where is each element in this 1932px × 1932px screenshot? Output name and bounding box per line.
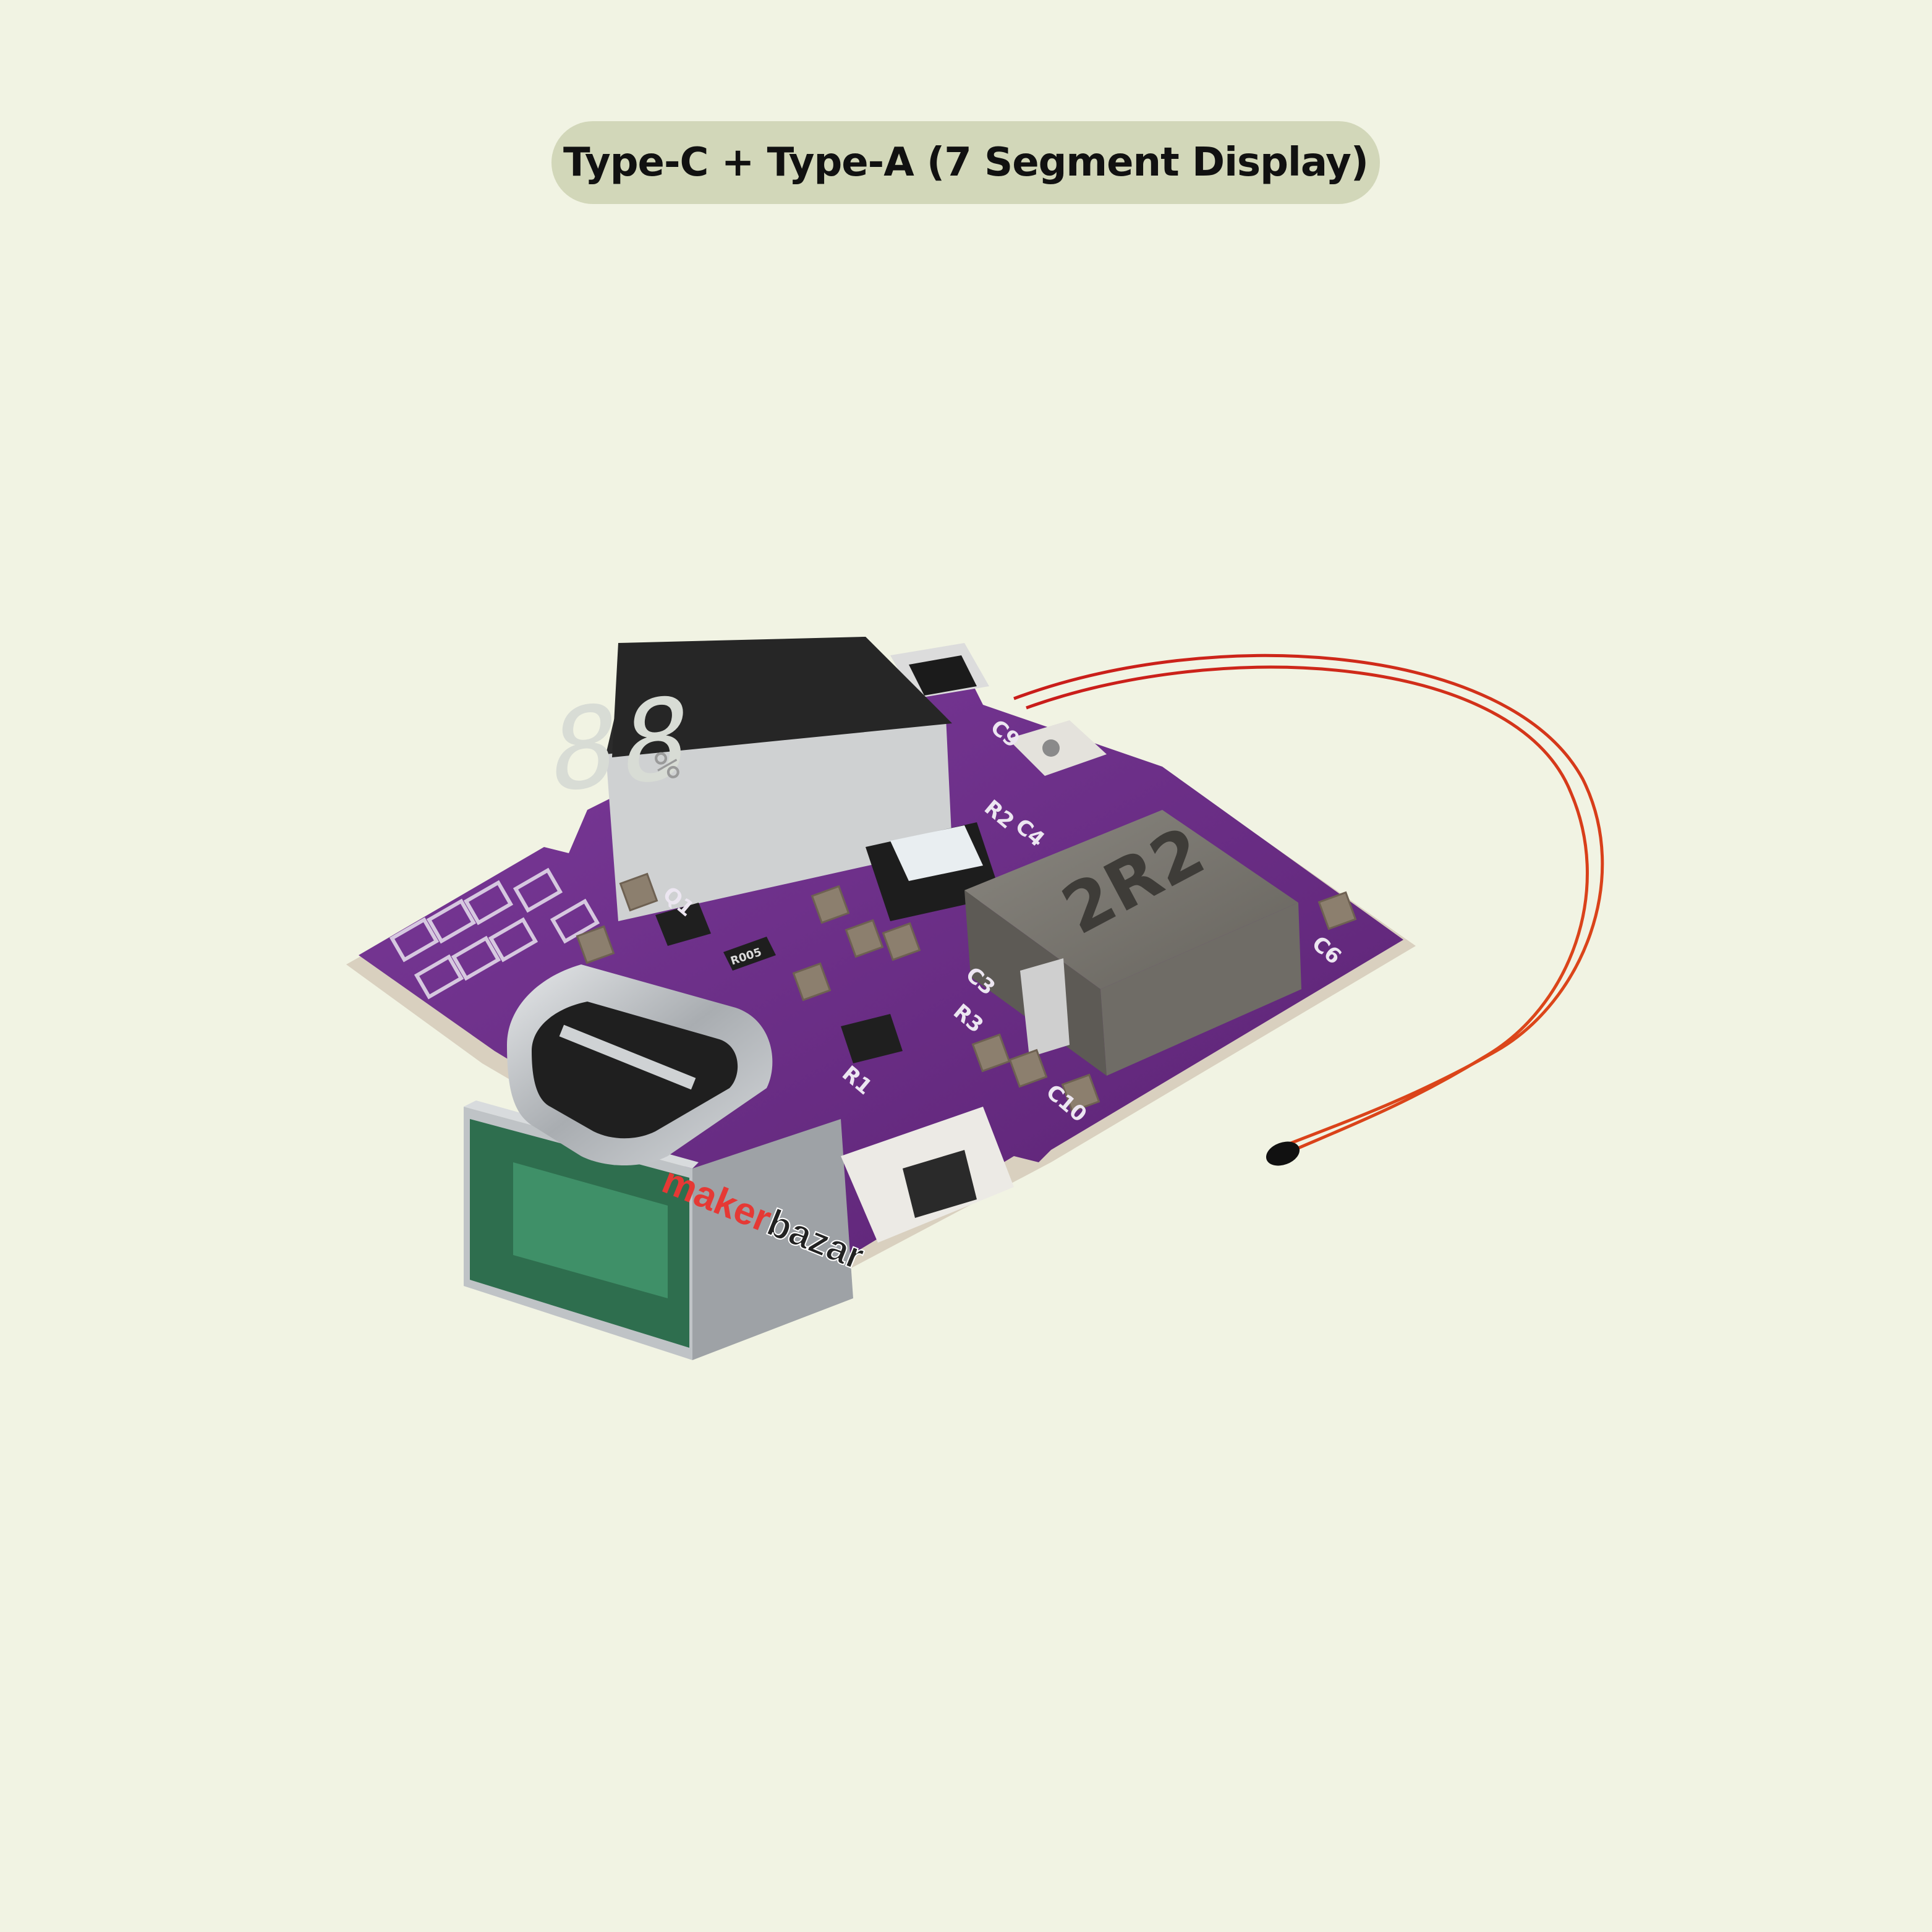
mounting-pad — [1008, 720, 1107, 776]
sense-resistor: R005 — [723, 937, 776, 971]
seven-segment-display: 88 % — [544, 637, 952, 921]
thermistor-wire — [1013, 653, 1604, 1158]
tactile-button — [841, 1107, 1014, 1243]
usb-type-c-connector — [507, 964, 773, 1165]
smd-capacitors — [576, 872, 1357, 1113]
transistors — [655, 903, 903, 1063]
page-title: Type-C + Type-A (7 Segment Display) — [551, 121, 1380, 204]
top-switch — [890, 643, 989, 699]
thermistor-bulb — [1266, 1141, 1300, 1166]
display-digits: 88 — [544, 671, 701, 818]
power-inductor: 2R2 — [964, 810, 1301, 1076]
